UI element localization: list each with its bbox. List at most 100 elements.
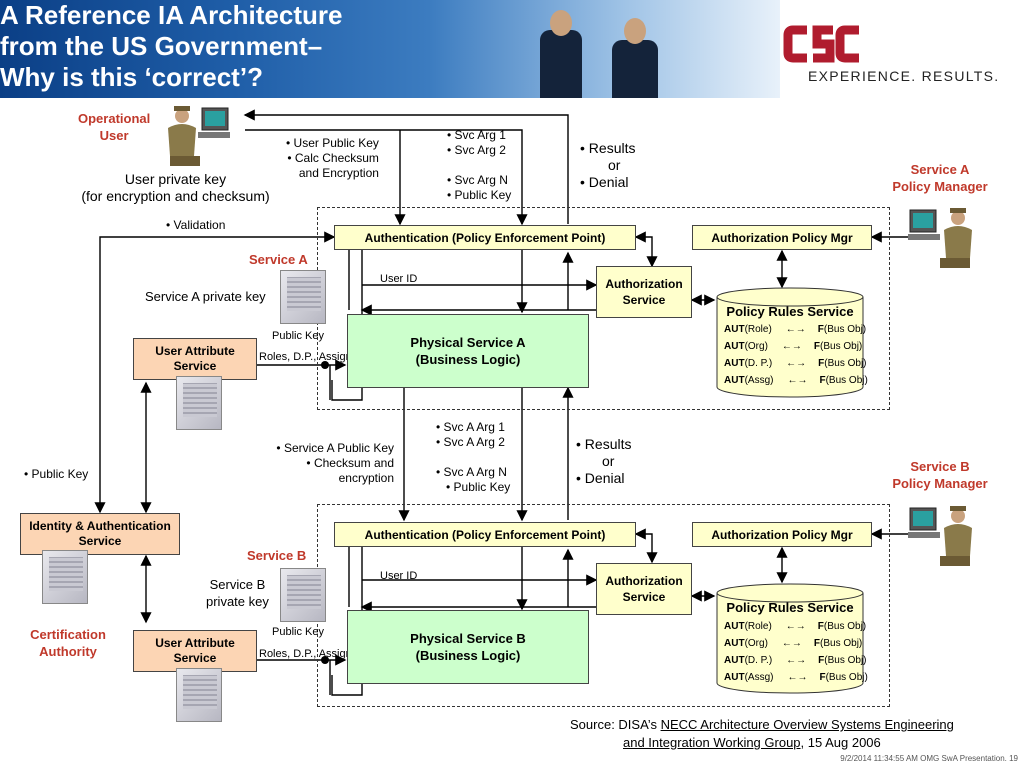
denial-text-b: Denial: [584, 470, 625, 486]
checksum-line2: encryption: [338, 471, 394, 485]
rule-aut: AUT: [724, 358, 745, 369]
or-text: or: [608, 157, 621, 173]
user-private-key-line1: User private key: [124, 171, 227, 187]
identity-auth-service[interactable]: Identity & Authentication Service: [20, 513, 180, 555]
svc-arg-2-text: Svc Arg 2: [454, 143, 506, 157]
rule-arrow: ←→: [786, 655, 807, 666]
service-a-authz-service[interactable]: Authorization Service: [596, 266, 692, 318]
rule-arg: (Assg): [744, 375, 774, 386]
source-link-line2[interactable]: and Integration Working Group: [623, 735, 801, 750]
rule-arrow: ←→: [787, 375, 808, 386]
page-title: A Reference IA Architecture from the US …: [0, 0, 440, 93]
service-a-manager-line1: Service A: [910, 162, 970, 177]
service-b-user-attr-line1: User Attribute: [155, 636, 235, 650]
service-b-manager-icon: [908, 506, 972, 566]
service-a-rule-row: AUT(D. P.)←→F(Bus Obj): [724, 358, 867, 369]
service-b-authz-service-line1: Authorization: [605, 574, 683, 588]
rule-aut: AUT: [724, 341, 745, 352]
service-a-policy-rules-title: Policy Rules Service: [726, 304, 854, 319]
service-b-rule-row: AUT(Org)←→F(Bus Obj): [724, 638, 862, 649]
service-a-public-key-text: Service A Public Key: [283, 441, 394, 455]
rule-f: F: [819, 375, 826, 386]
calc-checksum-text: Calc Checksum: [294, 151, 379, 165]
results-labels-a: • Results or • Denial: [580, 140, 636, 190]
svc-a-arg-2-text: Svc A Arg 2: [443, 435, 505, 449]
service-a-authz-service-line2: Service: [622, 293, 666, 307]
results-text: Results: [588, 140, 636, 156]
rule-obj: (Bus Obj): [824, 655, 867, 666]
service-a-user-attr-service[interactable]: User Attribute Service: [133, 338, 257, 380]
rule-obj: (Bus Obj): [820, 341, 863, 352]
rule-arg: (Org): [744, 638, 768, 649]
service-a-roles: Roles, D.P., Assign.: [259, 351, 355, 363]
svc-public-key-text: Public Key: [454, 188, 512, 202]
physical-service-b-line1: Physical Service B: [410, 631, 526, 646]
banner-head-left: [550, 10, 572, 36]
service-a-rule-row: AUT(Assg)←→F(Bus Obj): [724, 375, 868, 386]
service-b-authz-service[interactable]: Authorization Service: [596, 563, 692, 615]
service-b-policy-rules-cylinder: [716, 583, 864, 694]
svc-arg-n-text: Svc Arg N: [454, 173, 508, 187]
service-a-authz-service-line1: Authorization: [605, 277, 683, 291]
results-text-b: Results: [584, 436, 632, 452]
svc-a-public-key-text: Public Key: [453, 480, 511, 494]
service-b-server-icon: [280, 568, 326, 622]
rule-f: F: [818, 655, 825, 666]
rule-arrow: ←→: [785, 324, 806, 335]
identity-auth-service-line2: Service: [78, 534, 122, 548]
service-a-private-key: Service A private key: [145, 289, 266, 304]
rule-arg: (Org): [744, 341, 768, 352]
service-b-user-id: User ID: [380, 570, 418, 582]
rule-f: F: [813, 341, 821, 352]
service-a-authz-policy-mgr[interactable]: Authorization Policy Mgr: [692, 225, 872, 250]
operational-user-label-line1: Operational: [78, 111, 151, 126]
rule-arrow: ←→: [781, 638, 802, 649]
calc-checksum-line2: and Encryption: [298, 166, 379, 180]
service-b-public-key: Public Key: [272, 626, 324, 638]
certification-authority-line1: Certification: [30, 627, 106, 642]
title-line-2: from the US Government–: [0, 31, 323, 61]
physical-service-b[interactable]: Physical Service B (Business Logic): [347, 610, 589, 684]
service-b-authz-policy-mgr[interactable]: Authorization Policy Mgr: [692, 522, 872, 547]
operational-user-icon: [168, 106, 230, 166]
rule-arg: (D. P.): [744, 655, 773, 666]
rule-aut: AUT: [724, 375, 745, 386]
rule-obj: (Bus Obj): [825, 672, 868, 683]
or-text-b: or: [602, 453, 615, 469]
rule-f: F: [813, 638, 821, 649]
service-b-roles: Roles, D.P., Assign.: [259, 648, 355, 660]
service-b-rule-row: AUT(Role)←→F(Bus Obj): [724, 621, 866, 632]
rule-arrow: ←→: [785, 621, 806, 632]
rule-f: F: [819, 672, 826, 683]
rule-aut: AUT: [724, 638, 745, 649]
results-labels-b: • Results or • Denial: [576, 436, 632, 486]
service-b-attr-server-icon: [176, 668, 222, 722]
service-b-manager-label: Service B Policy Manager: [880, 458, 1000, 492]
checksum-text: Checksum and: [313, 456, 394, 470]
service-b-user-attr-service[interactable]: User Attribute Service: [133, 630, 257, 672]
svc-a-args-labels: • Svc A Arg 1 • Svc A Arg 2 • Svc A Arg …: [436, 420, 511, 494]
operational-user-label-line2: User: [99, 128, 129, 143]
service-b-policy-rules-title: Policy Rules Service: [726, 600, 854, 615]
title-line-3: Why is this ‘correct’?: [0, 62, 263, 92]
service-a-attr-server-icon: [176, 376, 222, 430]
rule-arg: (Assg): [744, 672, 774, 683]
rule-arrow: ←→: [787, 672, 808, 683]
banner-person-left: [540, 30, 582, 98]
rule-obj: (Bus Obj): [824, 358, 867, 369]
source-link-line1[interactable]: NECC Architecture Overview Systems Engin…: [660, 717, 954, 732]
rule-arrow: ←→: [786, 358, 807, 369]
service-b-auth-pep[interactable]: Authentication (Policy Enforcement Point…: [334, 522, 636, 547]
service-a-auth-pep[interactable]: Authentication (Policy Enforcement Point…: [334, 225, 636, 250]
service-b-rule-row: AUT(Assg)←→F(Bus Obj): [724, 672, 868, 683]
service-a-user-attr-line2: Service: [173, 359, 217, 373]
service-b-rule-row: AUT(D. P.)←→F(Bus Obj): [724, 655, 867, 666]
user-public-key-text: User Public Key: [293, 136, 379, 150]
rule-arg: (Role): [744, 324, 772, 335]
service-a-server-icon: [280, 270, 326, 324]
service-a-rule-row: AUT(Org)←→F(Bus Obj): [724, 341, 862, 352]
rule-obj: (Bus Obj): [823, 621, 867, 632]
service-a-manager-label: Service A Policy Manager: [880, 161, 1000, 195]
service-a-manager-line2: Policy Manager: [892, 179, 988, 194]
physical-service-a[interactable]: Physical Service A (Business Logic): [347, 314, 589, 388]
